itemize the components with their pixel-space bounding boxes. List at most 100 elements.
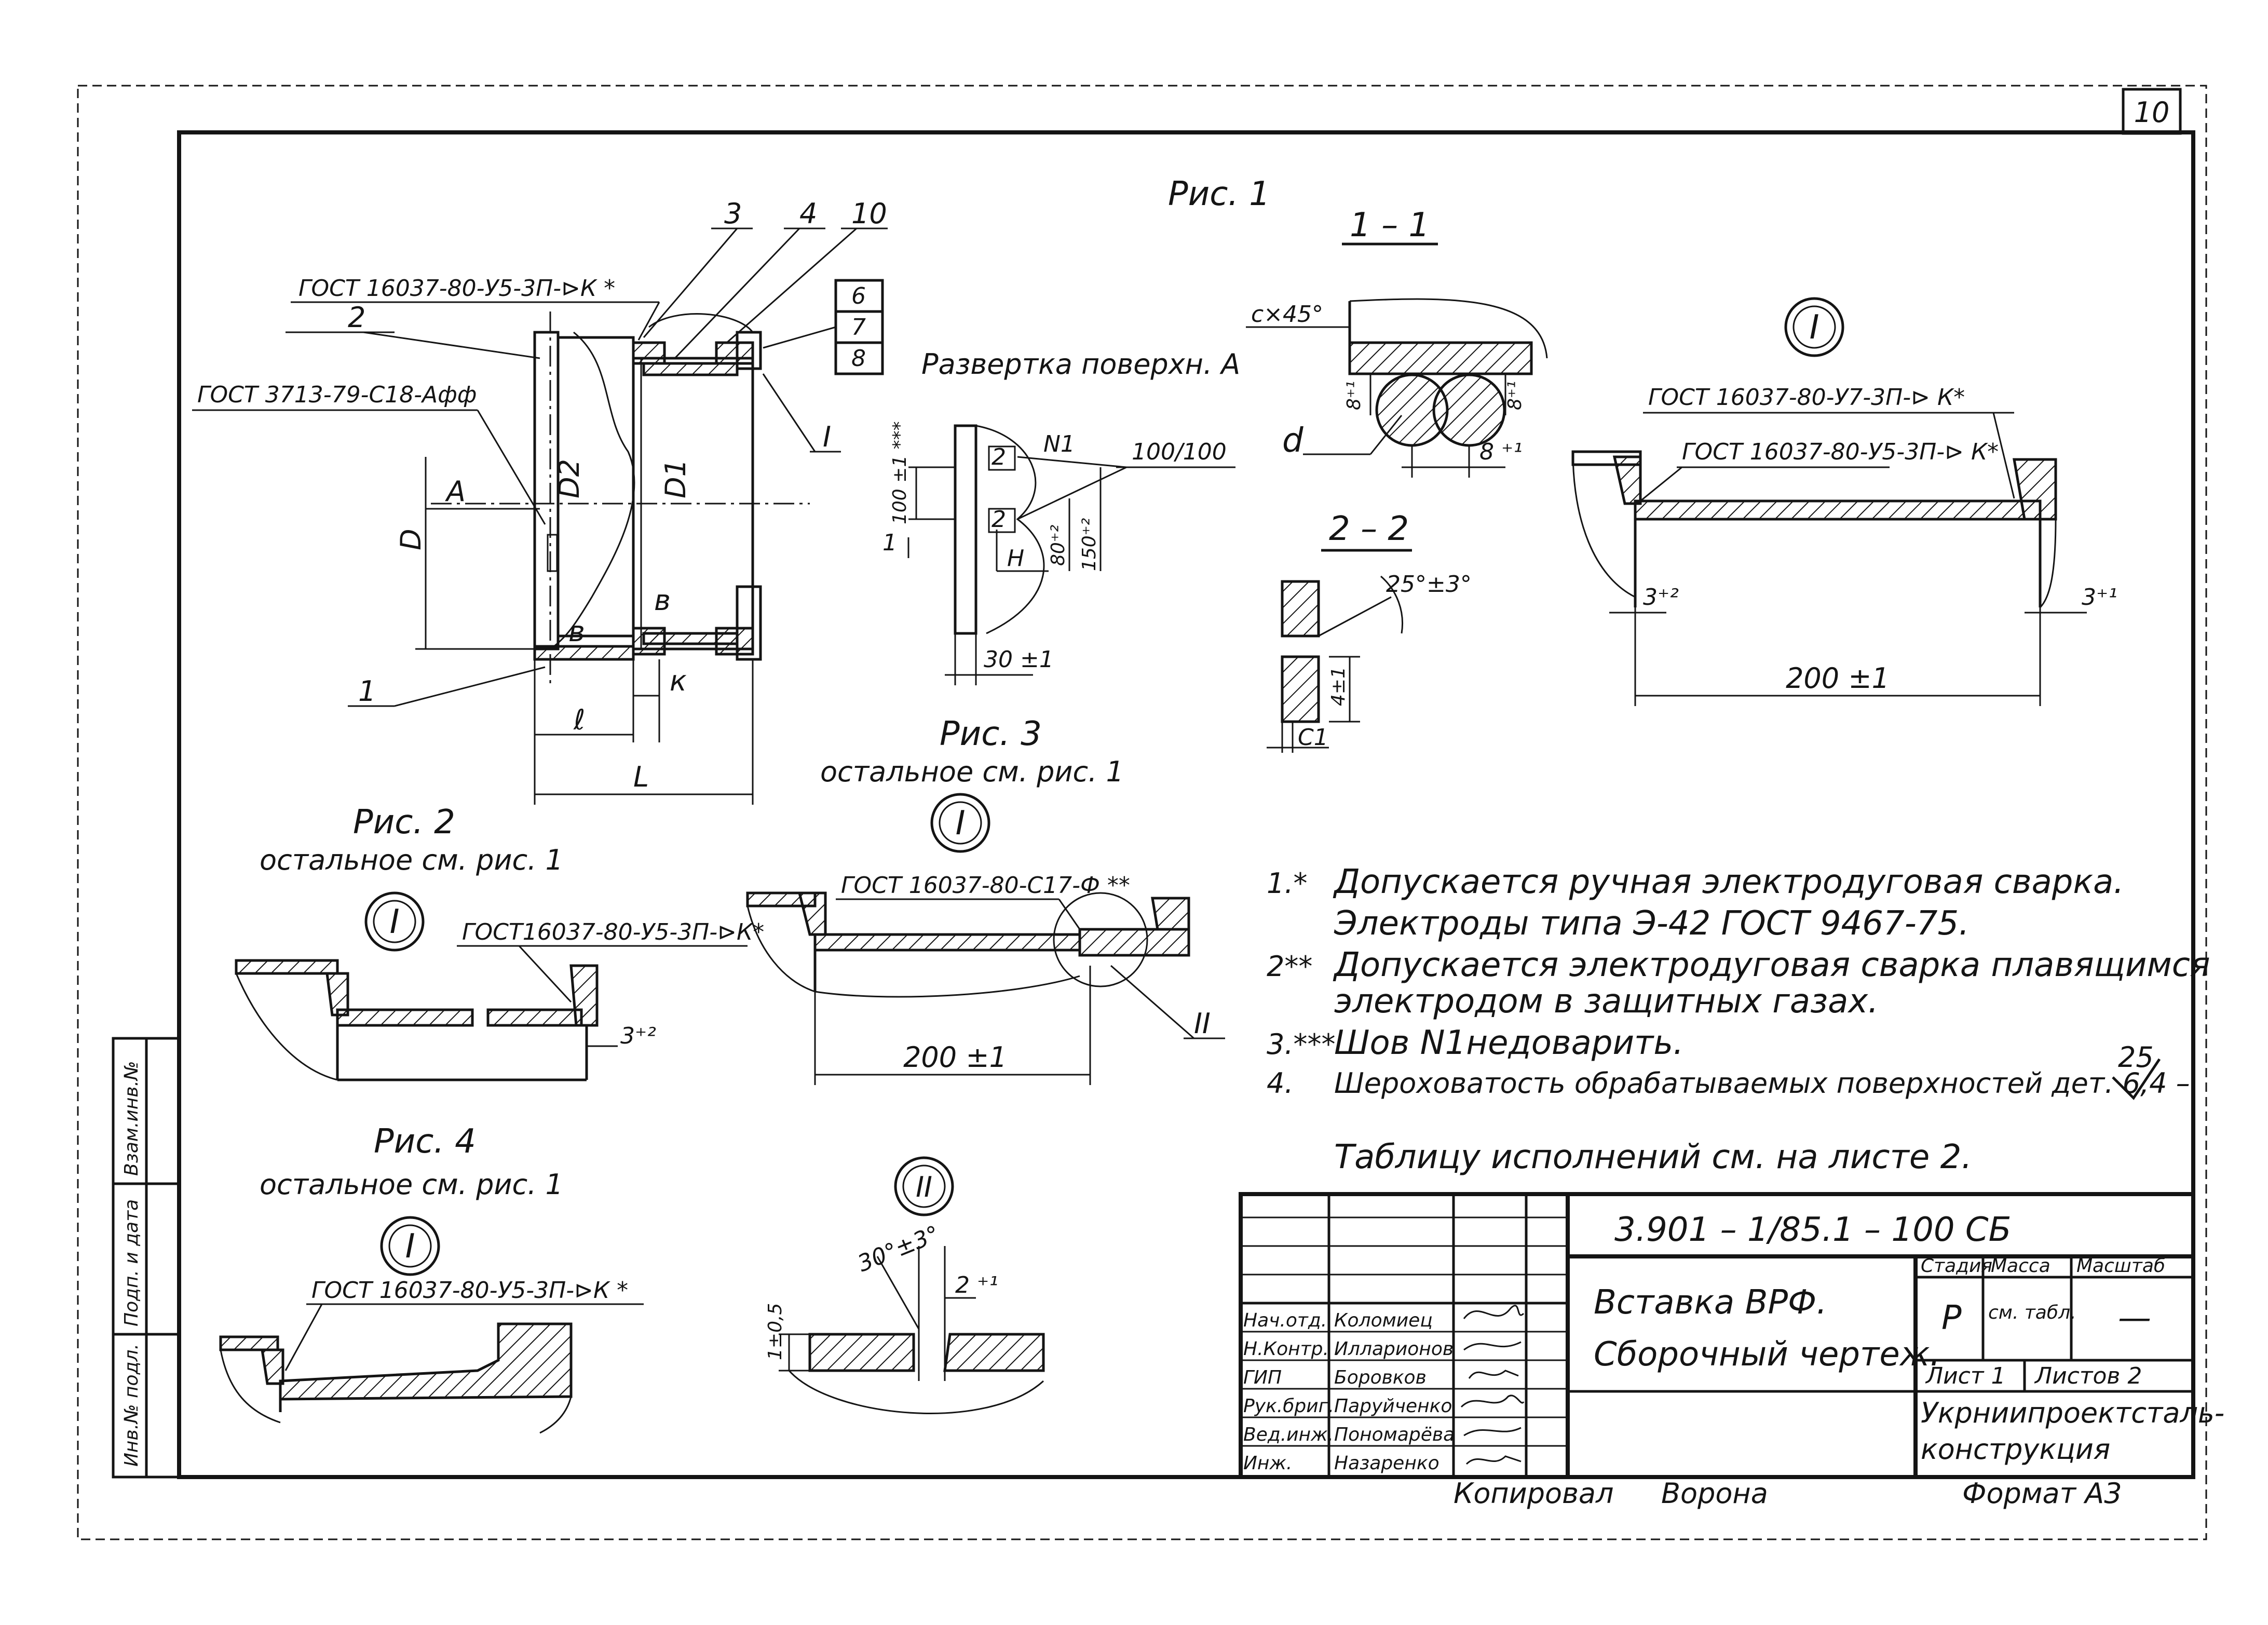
detail-I-top-d3b: 3⁺¹ <box>2082 584 2117 611</box>
fig1-label-D2: D2 <box>553 459 586 498</box>
razvertka-d2b: 2 <box>992 506 1006 533</box>
razvertka-d30: 30 ±1 <box>984 646 1054 673</box>
fig3-circle: I <box>956 804 966 843</box>
sec11-d8c: 8 ⁺¹ <box>1479 439 1523 465</box>
stamp-replace-inv: Взам.инв.№ <box>121 1061 142 1176</box>
tb-org-2: конструкция <box>1921 1433 2110 1466</box>
fig1-label-I: I <box>823 421 831 453</box>
tb-scale: — <box>2118 1299 2151 1337</box>
tb-copied-label: Копировал <box>1454 1477 1614 1510</box>
sec11-d8b: 8⁺¹ <box>1504 381 1526 410</box>
tb-name-role-1: Коломиец <box>1334 1310 1433 1331</box>
tb-name-role-2: Илларионов <box>1334 1338 1454 1360</box>
fig2-marker <box>364 891 425 952</box>
fig3-title: Рис. 3 <box>940 715 1042 753</box>
tb-role-1: Нач.отд. <box>1243 1310 1327 1331</box>
fig1-callout-2: 2 <box>348 301 365 334</box>
fig2-weld: ГОСТ16037-80-У5-3П-⊳К* <box>462 919 764 945</box>
note-2-text: Допускается электродуговая сварка плавящ… <box>1333 946 2210 984</box>
fig2-subtitle: остальное см. рис. 1 <box>260 844 563 876</box>
razvertka-n1: N1 <box>1043 431 1075 457</box>
tb-name-role-6: Назаренко <box>1334 1453 1439 1474</box>
sec11-title: 1 – 1 <box>1350 206 1430 245</box>
razvertka-d1: 1 <box>882 530 897 556</box>
razvertka-ratio: 100/100 <box>1132 439 1227 465</box>
tb-signature-5 <box>1463 1427 1522 1437</box>
razvertka-dH: H <box>1007 545 1024 572</box>
sheet-number: 10 <box>2134 96 2170 129</box>
detail-II-d1: 1±0,5 <box>765 1303 786 1360</box>
fig1-label-D: D <box>395 529 427 550</box>
sec22-c1: C1 <box>1298 724 1328 751</box>
fig3-view: Рис. 3 остальное см. рис. 1 I ГОСТ 16037… <box>746 715 1225 1085</box>
tb-sheets: Листов 2 <box>2034 1363 2142 1389</box>
tb-name-2: Сборочный чертеж. <box>1594 1335 1940 1374</box>
section-2-2: 2 – 2 25°±3° 4±1 C1 <box>1267 510 1472 753</box>
fig4-marker <box>380 1216 440 1276</box>
fig4-title: Рис. 4 <box>374 1122 476 1161</box>
tb-role-4: Рук.бриг. <box>1243 1396 1334 1417</box>
sec22-angle: 25°±3° <box>1386 571 1472 598</box>
fig1-callout-6: 6 <box>851 283 866 309</box>
roughness-value: 25 <box>2118 1041 2154 1074</box>
note-4-num: 4. <box>1267 1067 1294 1100</box>
sec22-title: 2 – 2 <box>1329 510 1409 548</box>
note-1b-text: Электроды типа Э-42 ГОСТ 9467-75. <box>1334 904 1970 943</box>
fig1-label-A: А <box>445 475 466 508</box>
fig2-circle: I <box>390 903 400 941</box>
detail-I-top-marker <box>1784 297 1844 357</box>
fig2-title: Рис. 2 <box>353 803 455 842</box>
title-block: 3.901 – 1/85.1 – 100 СБ Вставка ВРФ. Сбо… <box>1239 1192 2224 1510</box>
fig3-label-II: II <box>1194 1007 1211 1040</box>
tb-signature-2 <box>1463 1341 1522 1351</box>
note-1-text: Допускается ручная электродуговая сварка… <box>1333 863 2124 901</box>
roughness-symbol <box>2112 1058 2161 1100</box>
detail-I-top-d3a: 3⁺² <box>1643 584 1679 611</box>
fig1-assembly-view: Рис. 1 D D2 D1 в в А <box>192 175 1270 805</box>
detail-II-view: II 30°±3° 2 ⁺¹ 1±0,5 <box>765 1156 1045 1414</box>
tb-signature-3 <box>1468 1370 1519 1379</box>
note-2-num: 2** <box>1267 950 1312 983</box>
general-notes: 1.* Допускается ручная электродуговая св… <box>1267 863 2210 1176</box>
drawing-frame <box>177 130 2195 1479</box>
fig1-callout-1: 1 <box>358 675 376 708</box>
tb-doc-code: 3.901 – 1/85.1 – 100 СБ <box>1614 1211 2011 1249</box>
tb-role-2: Н.Контр. <box>1243 1338 1329 1360</box>
tb-signature-6 <box>1465 1455 1522 1465</box>
razvertka-d100: 100 ±1 *** <box>889 421 911 524</box>
fig1-weld-note-left: ГОСТ 3713-79-С18-Афф <box>197 382 477 408</box>
detail-I-top-weld-b: ГОСТ 16037-80-У5-3П-⊳ К* <box>1682 439 1999 465</box>
fig1-dim-L: L <box>633 761 649 793</box>
outer-border <box>77 85 2207 1540</box>
fig4-circle: I <box>405 1227 415 1266</box>
tb-name-role-4: Паруйченко <box>1334 1396 1452 1417</box>
fig1-weld-note-top: ГОСТ 16037-80-У5-3П-⊳К * <box>298 275 615 302</box>
sec11-chamfer: c×45° <box>1251 301 1323 328</box>
sec11-rod-right <box>1432 373 1506 447</box>
razvertka-d80: 80⁺² <box>1048 525 1069 566</box>
sec11-d8a: 8⁺¹ <box>1343 381 1365 410</box>
stamp-inv-no: Инв.№ подл. <box>121 1344 142 1467</box>
table-reference: Таблицу исполнений см. на листе 2. <box>1334 1138 1972 1176</box>
tb-mass-h: Масса <box>1991 1255 2050 1277</box>
sheet-number-box <box>2122 88 2182 135</box>
tb-name-role-5: Пономарёва <box>1334 1424 1455 1445</box>
tb-role-5: Вед.инж. <box>1243 1424 1334 1445</box>
fig2-view: Рис. 2 остальное см. рис. 1 I ГОСТ16037-… <box>235 803 764 1081</box>
note-4-text: Шероховатость обрабатываемых поверхносте… <box>1334 1067 2190 1100</box>
detail-II-marker <box>894 1156 954 1216</box>
note-3-text: Шов N1недоварить. <box>1334 1024 1683 1062</box>
fig3-d200: 200 ±1 <box>903 1041 1007 1074</box>
tb-role-6: Инж. <box>1243 1453 1292 1474</box>
fig1-callout-3: 3 <box>724 197 742 230</box>
fig1-dim-l: ℓ <box>573 703 585 736</box>
razvertka-view: Развертка поверхн. А N1 100/100 2 2 H 10… <box>882 348 1240 685</box>
tb-mass: см. табл. <box>1988 1302 2076 1323</box>
tb-signature-4 <box>1460 1394 1525 1408</box>
fig4-view: Рис. 4 остальное см. рис. 1 I ГОСТ 16037… <box>219 1122 644 1434</box>
tb-name-role-3: Боровков <box>1334 1367 1427 1388</box>
tb-sheet: Лист 1 <box>1925 1363 2005 1389</box>
tb-copied-name: Ворона <box>1661 1477 1768 1510</box>
fig1-callout-8: 8 <box>851 345 866 372</box>
